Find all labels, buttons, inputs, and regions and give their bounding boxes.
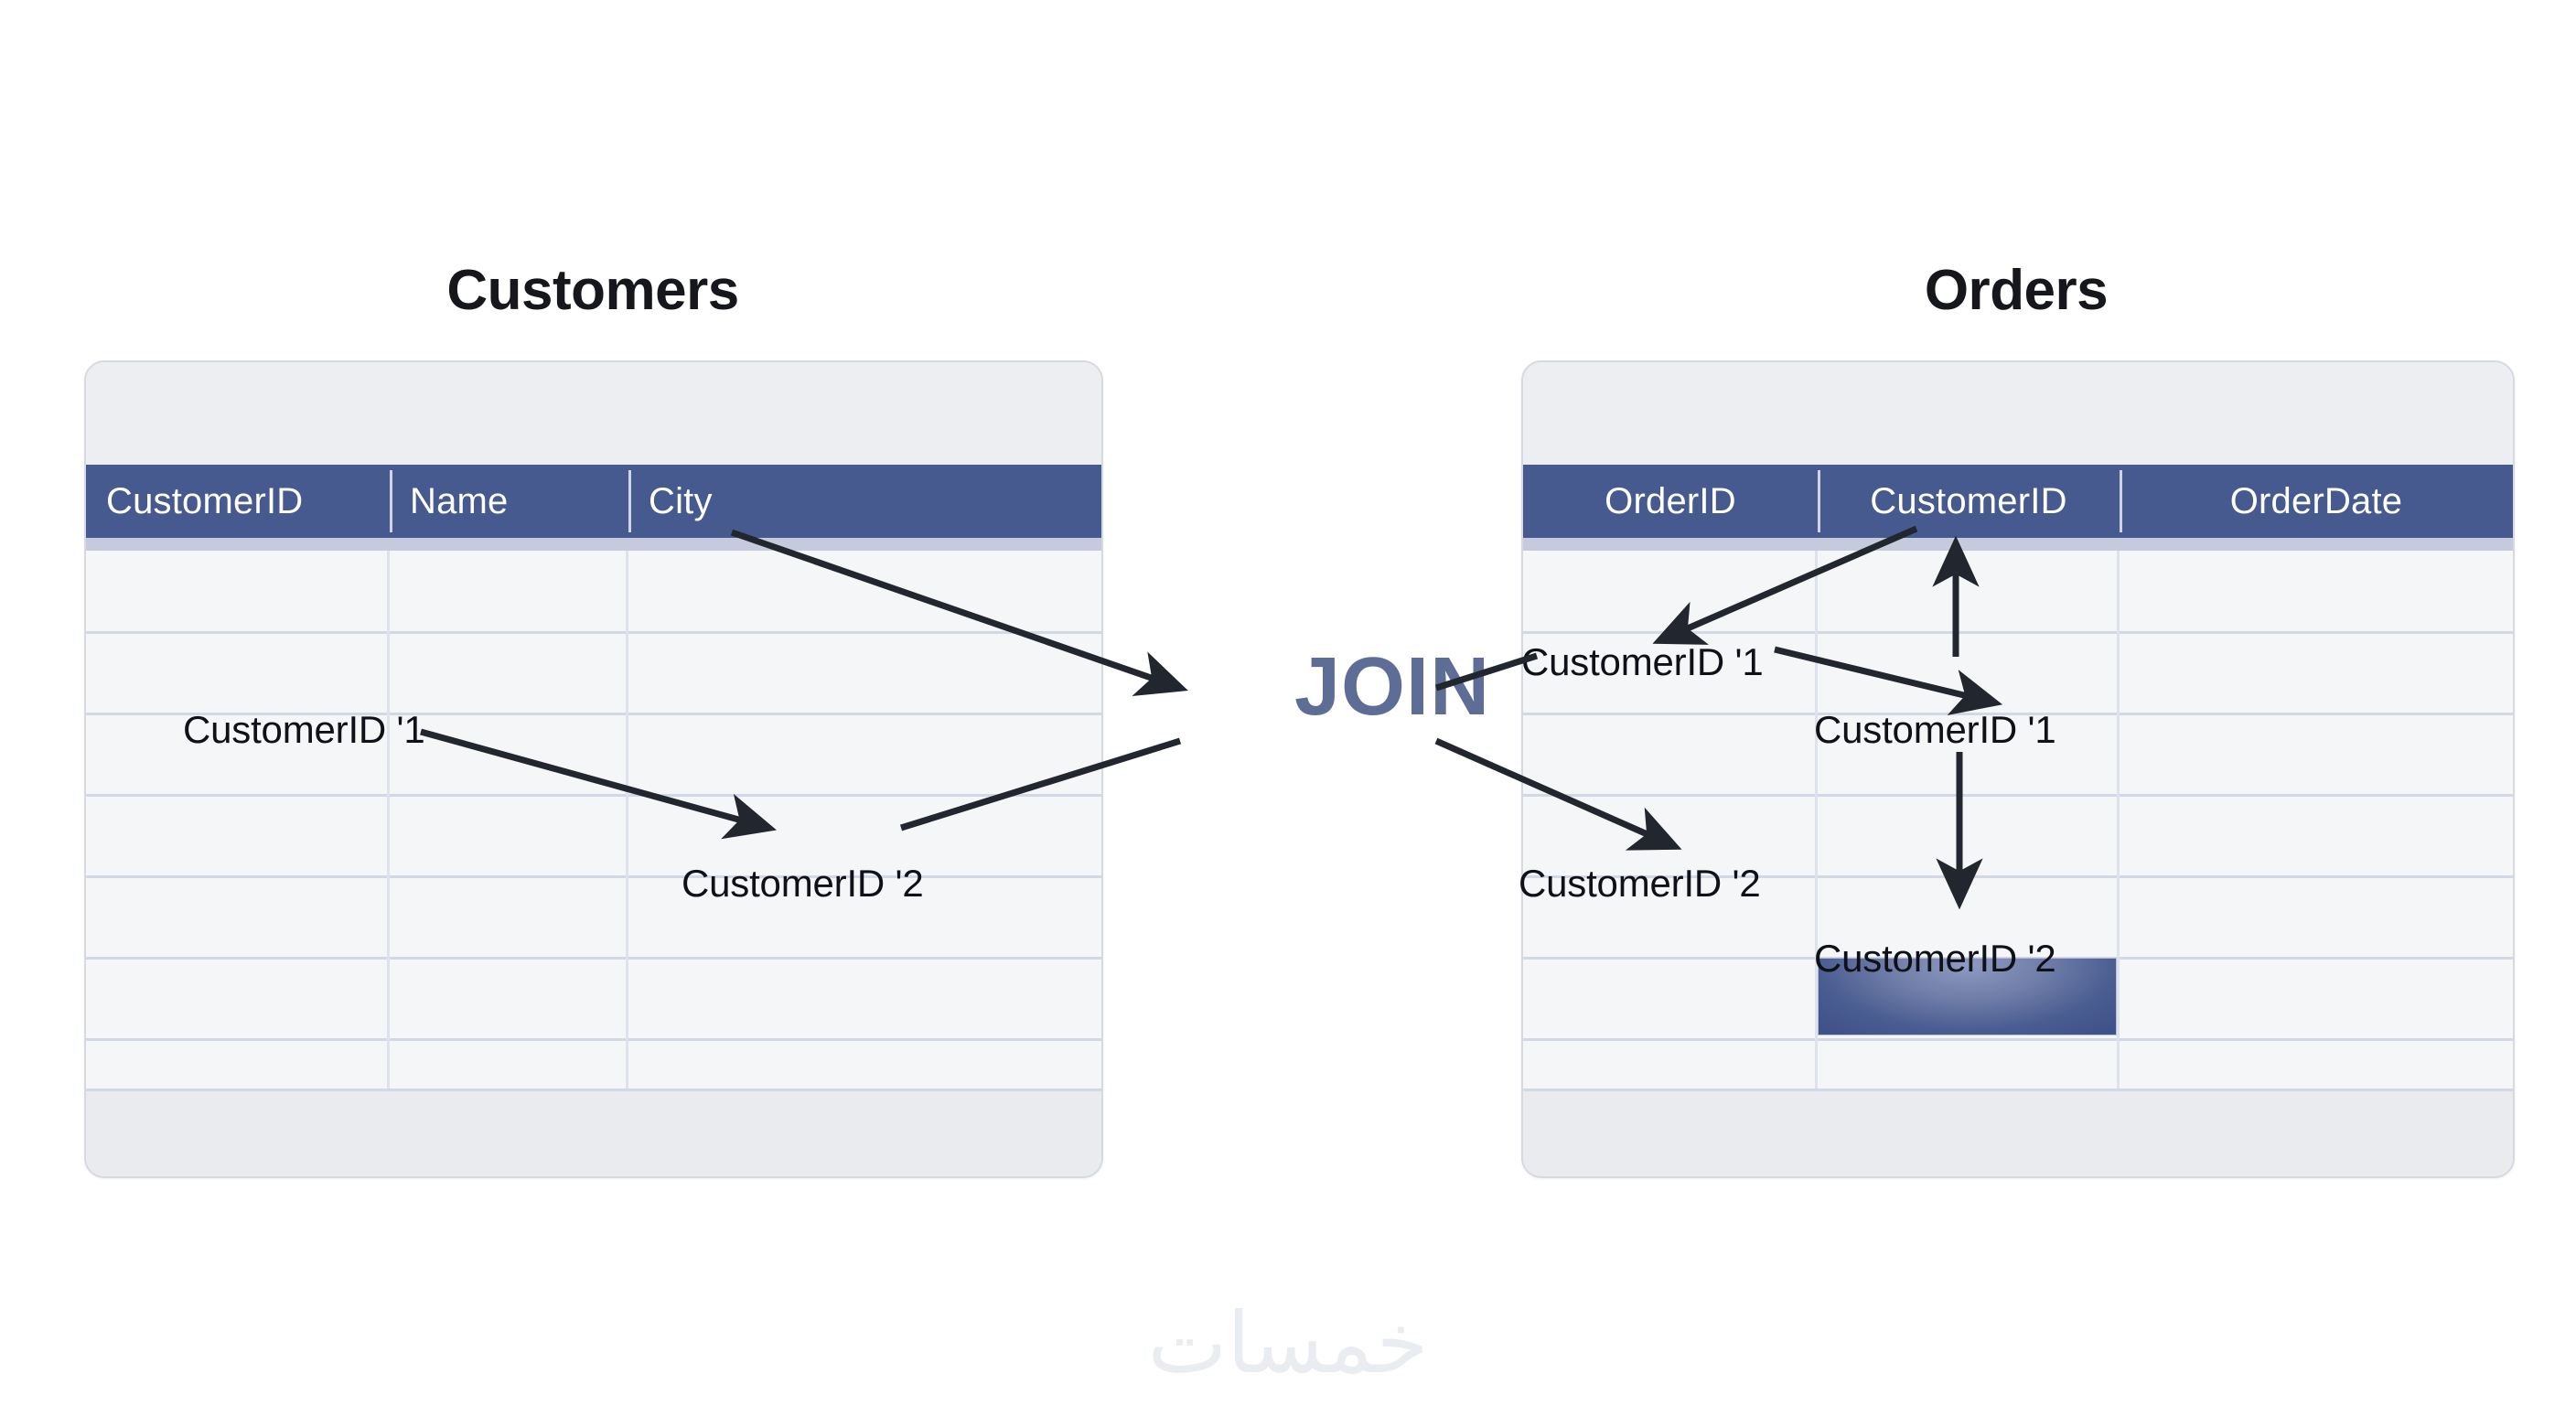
customers-column-divider [387, 551, 390, 1089]
orders-header-cell-orderdate[interactable]: OrderDate [2120, 465, 2513, 538]
orders-row-divider [1523, 1038, 2513, 1041]
customers-card-footer [86, 1089, 1101, 1176]
customers-header-underline [86, 538, 1101, 551]
annotation-customers-key-1: CustomerID '1 [183, 708, 425, 751]
customers-header-cell-city[interactable]: City [628, 465, 1101, 538]
orders-column-divider [2117, 551, 2120, 1089]
customers-column-divider [626, 551, 628, 1089]
orders-highlighted-customerid-cell[interactable] [1818, 958, 2117, 1035]
annotation-customers-key-2: CustomerID '2 [682, 862, 924, 905]
annotation-orders-left-2: CustomerID '2 [1519, 862, 1761, 905]
orders-card-top-band [1523, 362, 2513, 465]
orders-row-divider [1523, 713, 2513, 715]
annotation-orders-column-2: CustomerID '2 [1814, 937, 2056, 980]
customers-row-divider [86, 957, 1101, 960]
orders-row-divider [1523, 631, 2513, 634]
orders-header-cell-orderid[interactable]: OrderID [1605, 480, 1736, 521]
customers-body-rows [86, 551, 1101, 1089]
orders-body-rows [1523, 551, 2513, 1089]
orders-header-row: OrderID CustomerID OrderDate [1523, 465, 2513, 538]
orders-table-card: OrderID CustomerID OrderDate [1521, 360, 2515, 1178]
customers-table-card: CustomerID Name City [84, 360, 1103, 1178]
customers-row-divider [86, 713, 1101, 715]
annotation-orders-left-1: CustomerID '1 [1521, 640, 1764, 683]
customers-row-divider [86, 1038, 1101, 1041]
annotation-orders-column-1: CustomerID '1 [1814, 708, 2056, 751]
orders-row-divider [1523, 875, 2513, 878]
customers-card-top-band [86, 362, 1101, 465]
orders-column-divider [1815, 551, 1818, 1089]
orders-header-cell-customerid[interactable]: CustomerID [1818, 465, 2120, 538]
join-label: JOIN [1294, 641, 1491, 733]
orders-header-underline [1523, 538, 2513, 551]
customers-table-title: Customers [446, 259, 739, 322]
customers-header-row: CustomerID Name City [86, 465, 1101, 538]
customers-row-divider [86, 631, 1101, 634]
customers-row-divider [86, 875, 1101, 878]
customers-header-cell-name[interactable]: Name [390, 465, 628, 538]
orders-card-footer [1523, 1089, 2513, 1176]
orders-row-divider [1523, 794, 2513, 797]
customers-row-divider [86, 794, 1101, 797]
customers-header-cell-customerid[interactable]: CustomerID [106, 480, 304, 521]
watermark-khamsat: خمسات [1147, 1294, 1429, 1392]
orders-table-title: Orders [1924, 259, 2109, 322]
